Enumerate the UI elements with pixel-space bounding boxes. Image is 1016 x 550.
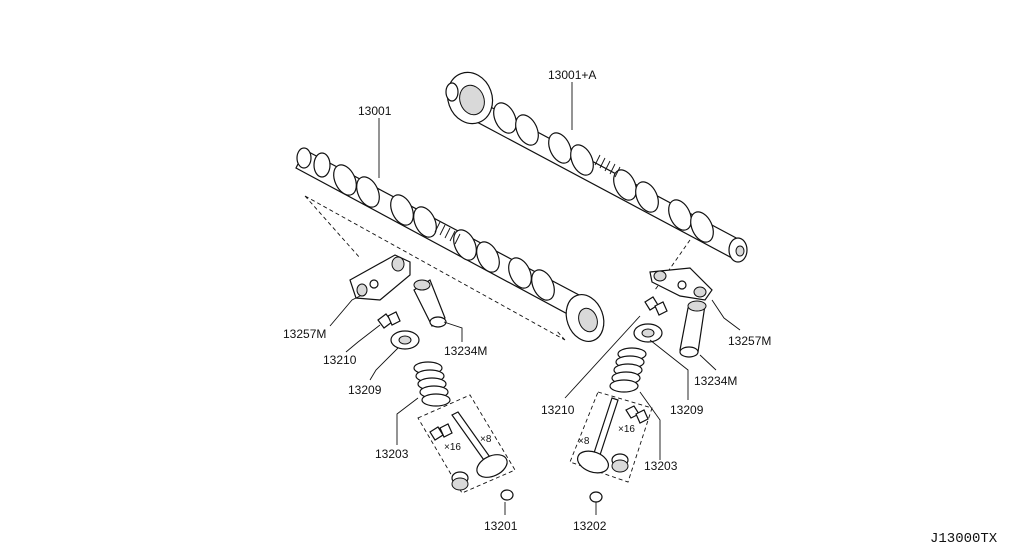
diagram-code: J13000TX [930,531,998,547]
label-13257m-left: 13257M [283,327,326,341]
qty-collet-right: ×16 [618,424,635,435]
upper-camshaft [445,71,748,263]
right-rocker-arm [649,267,713,301]
left-rocker-arm [349,254,411,301]
left-valve-seal [500,489,514,501]
right-valve-kit-box [569,391,653,483]
label-13234m-right: 13234M [694,374,737,388]
left-spring-retainer [390,330,420,350]
right-hydraulic-lash-adjuster [679,300,707,358]
left-intake-valve [429,411,508,491]
label-13001: 13001 [358,104,392,118]
label-13202: 13202 [573,519,607,533]
label-13201: 13201 [484,519,518,533]
right-spring-retainer [633,323,663,343]
label-13203-left: 13203 [375,447,409,461]
left-valve-kit-box [417,394,516,494]
left-valve-spring [413,361,451,407]
left-valve-collet [377,311,401,329]
lower-camshaft [295,147,605,342]
label-13001-a: 13001+A [548,68,596,82]
right-valve-seal [589,491,603,503]
lower-cam-dashed-boundary [304,195,566,341]
label-13257m-right: 13257M [728,334,771,348]
right-valve-spring [609,347,647,393]
leader-lines [329,82,741,515]
right-valve-collet [644,296,668,316]
qty-collet-left: ×16 [444,442,461,453]
qty-valve-right: ×8 [578,436,590,447]
left-hydraulic-lash-adjuster [413,279,447,328]
qty-valve-left: ×8 [480,434,492,445]
right-exhaust-valve [576,397,649,474]
label-13210-right: 13210 [541,403,575,417]
label-13210-left: 13210 [323,353,357,367]
label-13234m-left: 13234M [444,344,487,358]
label-13209-right: 13209 [670,403,704,417]
label-13203-right: 13203 [644,459,678,473]
label-13209-left: 13209 [348,383,382,397]
